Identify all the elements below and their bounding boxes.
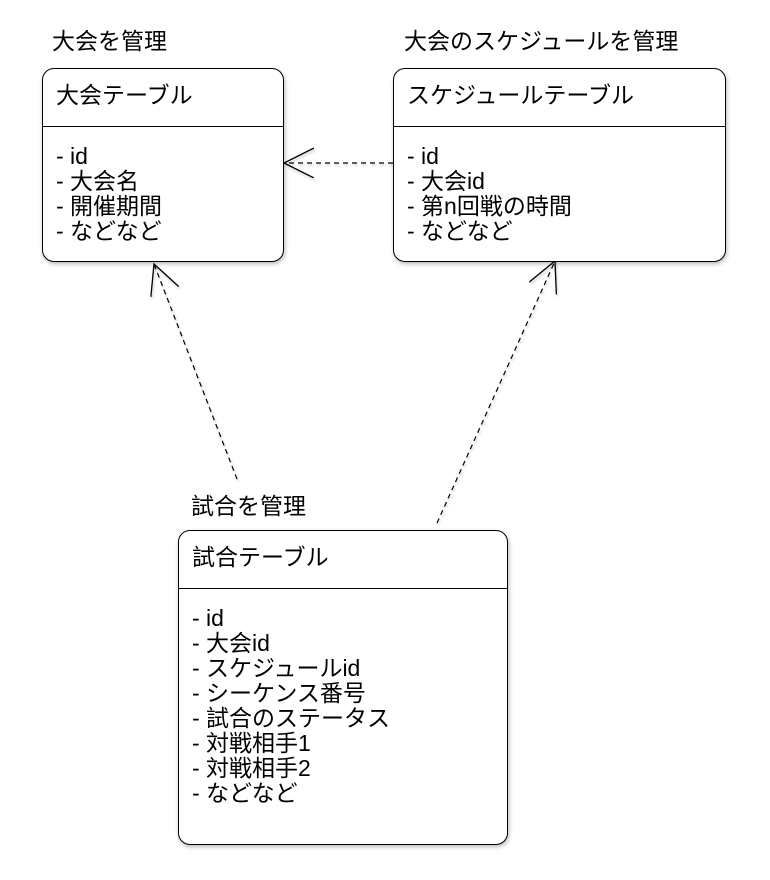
table-fields-match: - id- 大会id- スケジュールid- シーケンス番号- 試合のステータス-…: [179, 589, 507, 806]
table-node-match: 試合テーブル - id- 大会id- スケジュールid- シーケンス番号- 試合…: [178, 530, 508, 845]
field-row: - などなど: [407, 218, 513, 244]
table-title-schedule: スケジュールテーブル: [394, 69, 725, 127]
table-title-match: 試合テーブル: [179, 531, 507, 589]
table-title-tournament: 大会テーブル: [43, 69, 283, 127]
field-row: - 対戦相手2: [192, 755, 311, 781]
table-fields-schedule: - id- 大会id- 第n回戦の時間- などなど: [394, 127, 725, 244]
table-node-schedule: スケジュールテーブル - id- 大会id- 第n回戦の時間- などなど: [393, 68, 726, 262]
table-fields-tournament: - id- 大会名- 開催期間- などなど: [43, 127, 283, 244]
field-row: - 大会id: [192, 630, 270, 656]
field-row: - id: [407, 143, 439, 169]
field-row: - 大会id: [407, 168, 485, 194]
field-row: - id: [56, 143, 88, 169]
field-row: - 試合のステータス: [192, 705, 391, 731]
field-row: - 対戦相手1: [192, 730, 311, 756]
field-row: - id: [192, 605, 224, 631]
field-row: - スケジュールid: [192, 655, 361, 681]
table-node-tournament: 大会テーブル - id- 大会名- 開催期間- などなど: [42, 68, 284, 262]
field-row: - 開催期間: [56, 193, 163, 219]
field-row: - 大会名: [56, 168, 140, 194]
caption-tournament: 大会を管理: [52, 28, 167, 54]
connector-match-to-schedule: [436, 261, 555, 524]
field-row: - などなど: [56, 218, 162, 244]
caption-schedule: 大会のスケジュールを管理: [404, 28, 679, 54]
field-row: - シーケンス番号: [192, 680, 366, 706]
connector-match-to-tournament: [154, 264, 238, 480]
caption-match: 試合を管理: [191, 493, 306, 519]
field-row: - などなど: [192, 780, 298, 806]
field-row: - 第n回戦の時間: [407, 193, 572, 219]
